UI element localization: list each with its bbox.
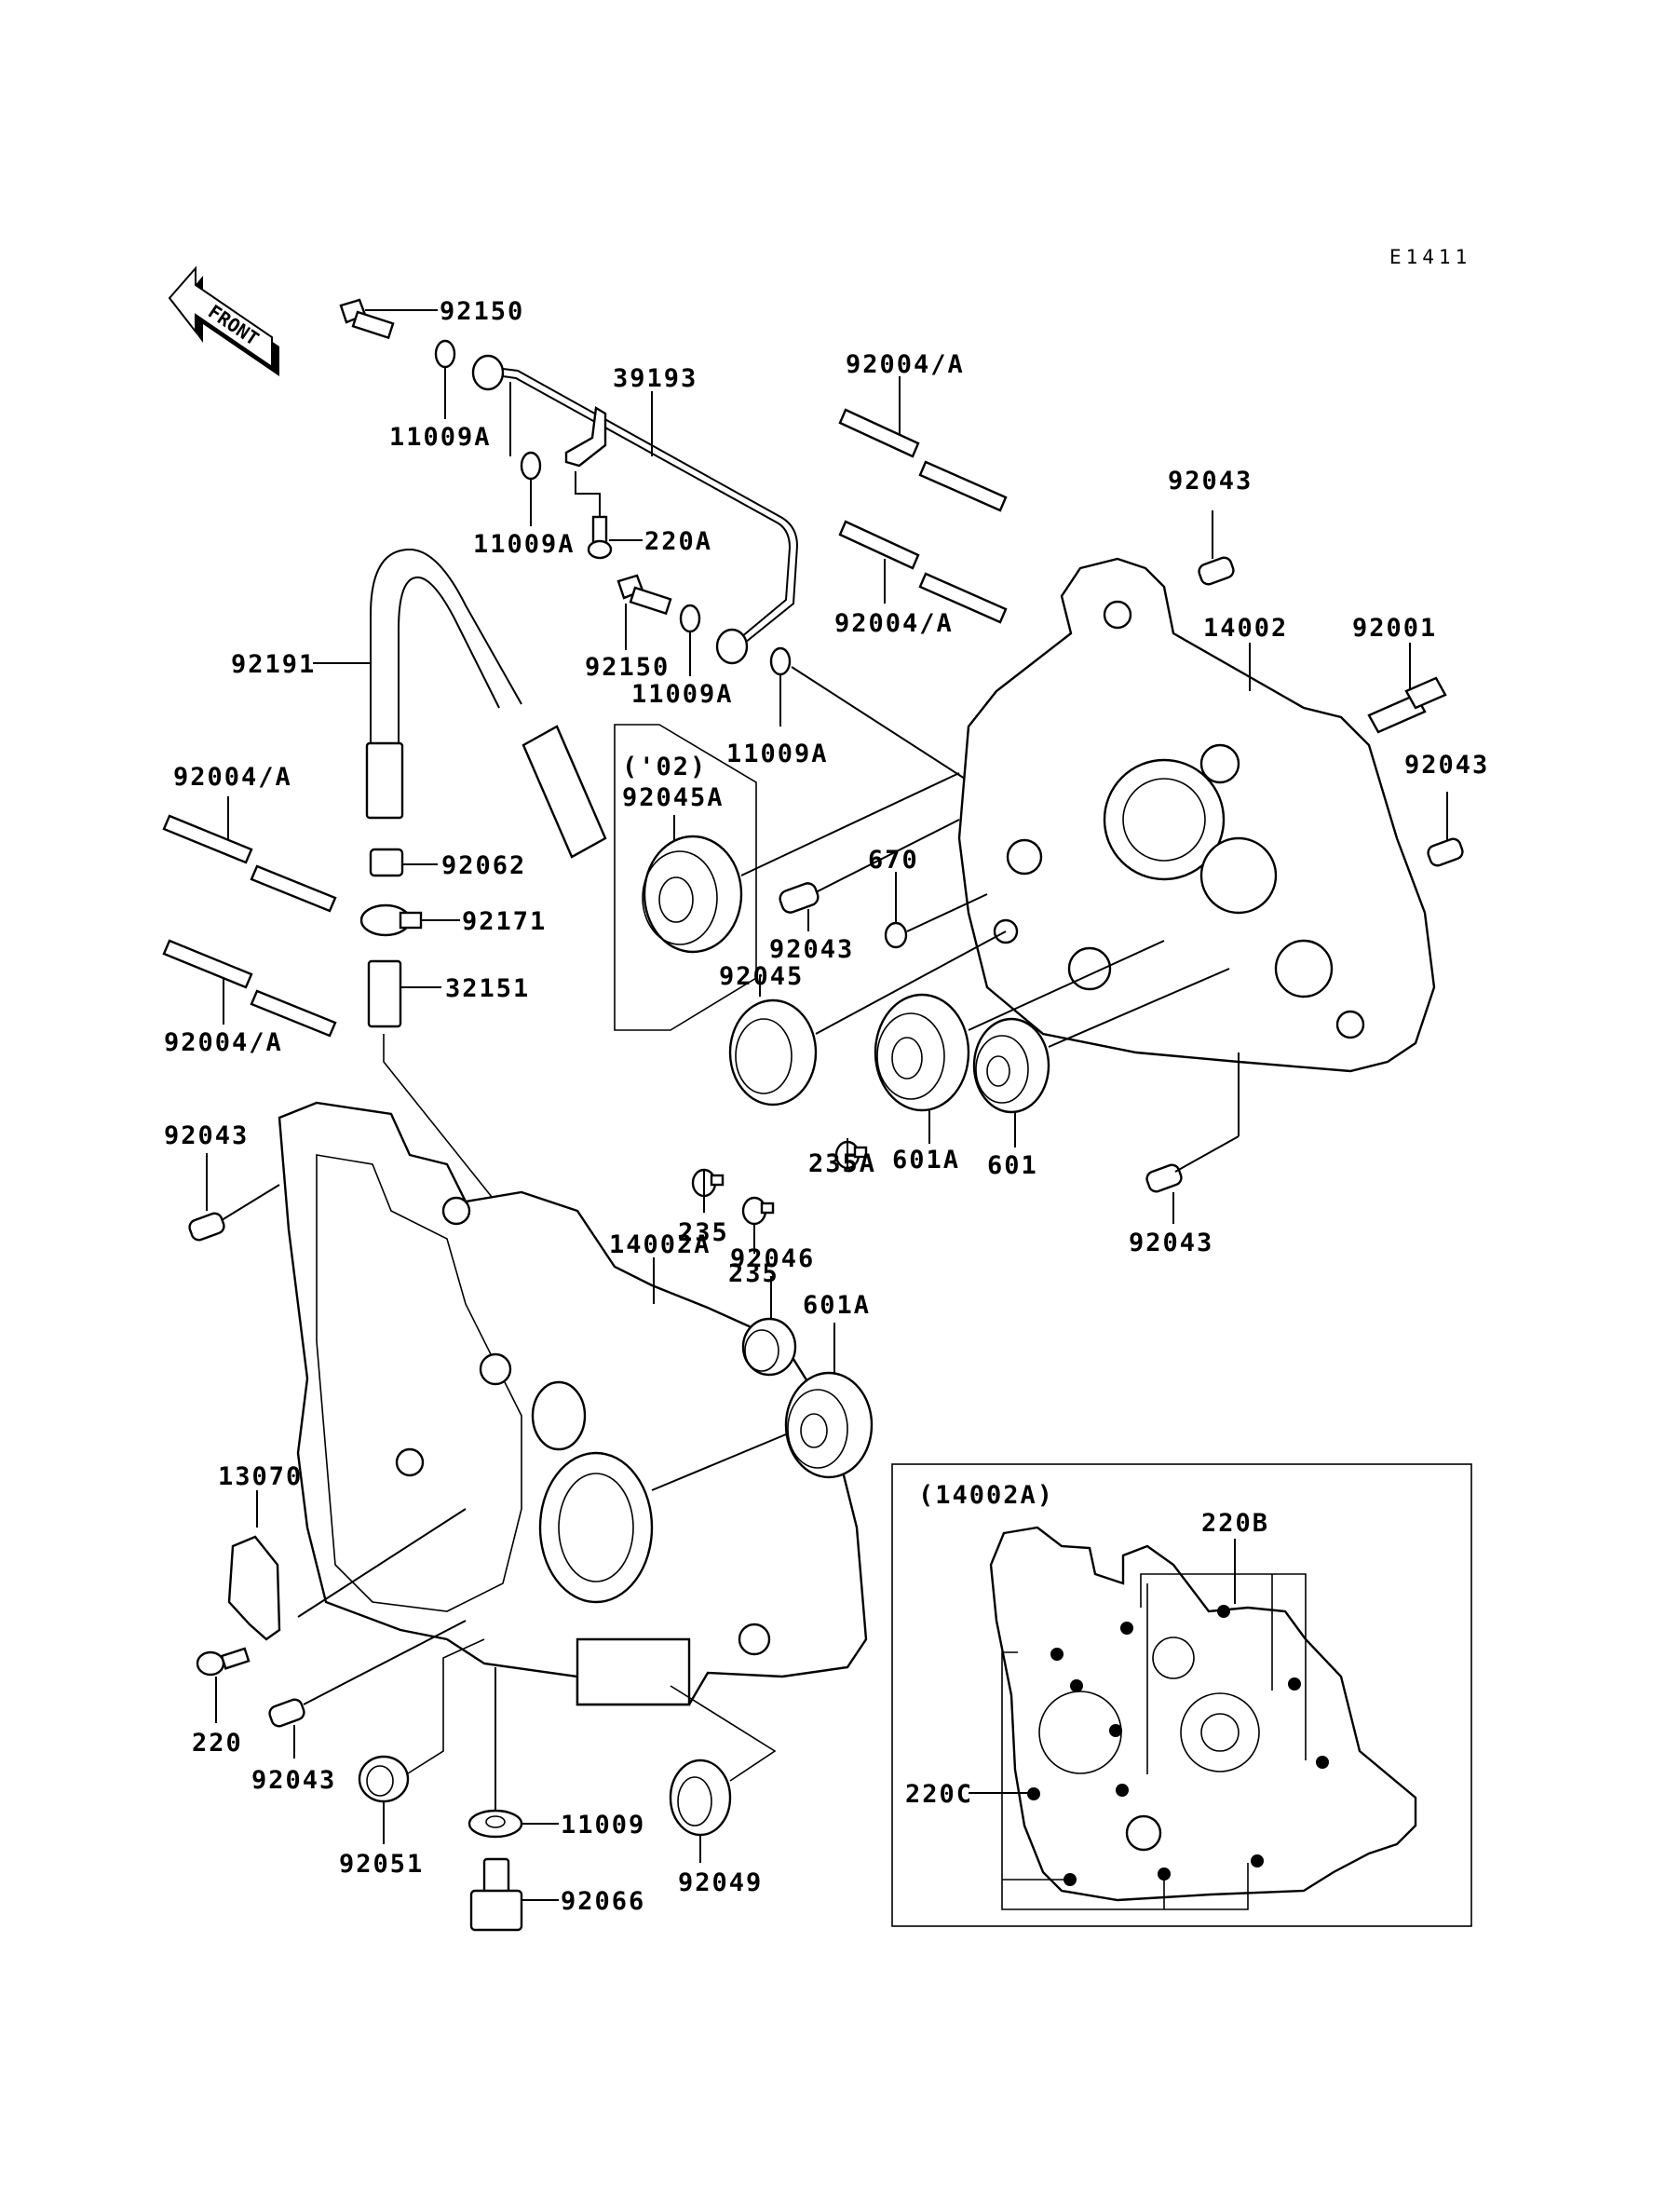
bearing-601A-center[interactable] <box>874 993 970 1112</box>
clamp-92171[interactable] <box>359 903 423 937</box>
screw-235-2[interactable] <box>741 1196 775 1226</box>
leader-220A-a <box>575 471 601 517</box>
washer-11009[interactable] <box>467 1809 523 1839</box>
label-92045[interactable]: 92045 <box>719 962 804 991</box>
inset-bolt-holes <box>1027 1605 1329 1886</box>
label-92062[interactable]: 92062 <box>441 851 526 880</box>
left-crankcase-14002A[interactable] <box>278 1101 868 1706</box>
bearing-92045[interactable] <box>728 998 818 1107</box>
dowel-92043-bottom-left[interactable] <box>267 1698 305 1729</box>
label-92043-center[interactable]: 92043 <box>769 935 854 964</box>
fitting-32151[interactable] <box>367 959 402 1028</box>
plug-92001[interactable] <box>1367 676 1447 734</box>
washer-11009A-3[interactable] <box>679 604 701 633</box>
bolt-92150-mid[interactable] <box>616 574 672 616</box>
dowel-92043-top-right[interactable] <box>1197 556 1235 587</box>
washer-11009A-2[interactable] <box>520 451 542 481</box>
stud-92004A-mid-right[interactable] <box>838 520 1008 624</box>
label-92004A-mid-right[interactable]: 92004/A <box>834 609 954 638</box>
leader-11009A-4-case <box>791 666 966 780</box>
bearing-601[interactable] <box>972 1017 1050 1114</box>
label-601A-center[interactable]: 601A <box>892 1146 960 1175</box>
label-92150-mid[interactable]: 92150 <box>585 653 670 682</box>
label-92171[interactable]: 92171 <box>462 907 547 936</box>
dowel-92043-center[interactable] <box>778 881 820 915</box>
label-92046[interactable]: 92046 <box>730 1244 815 1273</box>
label-670[interactable]: 670 <box>868 846 919 875</box>
label-11009A-3[interactable]: 11009A <box>631 680 734 709</box>
oil-seal-92049[interactable] <box>669 1759 732 1837</box>
label-11009[interactable]: 11009 <box>561 1811 645 1840</box>
label-92001[interactable]: 92001 <box>1352 614 1437 643</box>
label-39193[interactable]: 39193 <box>613 364 698 393</box>
label-92191[interactable]: 92191 <box>231 650 316 679</box>
label-02-year[interactable]: ('02) <box>622 753 707 781</box>
label-11009A-4[interactable]: 11009A <box>726 740 829 768</box>
needle-bearing-92046[interactable] <box>741 1317 797 1377</box>
o-ring-670[interactable] <box>884 921 908 949</box>
label-92043-top-right[interactable]: 92043 <box>1168 467 1253 496</box>
optional-bearing-box <box>614 724 757 1031</box>
breather-hose-92191[interactable] <box>365 548 607 859</box>
dowel-92043-right[interactable] <box>1426 837 1464 868</box>
screw-235-1[interactable] <box>691 1168 725 1198</box>
label-14002[interactable]: 14002 <box>1203 614 1288 643</box>
label-235-1[interactable]: 235 <box>678 1218 729 1247</box>
label-92043-left[interactable]: 92043 <box>164 1121 249 1150</box>
screw-220[interactable] <box>196 1647 251 1677</box>
label-11009A-2[interactable]: 11009A <box>473 530 576 559</box>
label-14002A[interactable]: 14002A <box>609 1230 711 1259</box>
inset-label-220C[interactable]: 220C <box>905 1780 973 1809</box>
right-crankcase-14002[interactable] <box>957 557 1436 1073</box>
label-235A[interactable]: 235A <box>808 1149 876 1178</box>
label-220[interactable]: 220 <box>192 1729 243 1758</box>
diagram-code: E1411 <box>1389 246 1471 268</box>
label-92150-top[interactable]: 92150 <box>440 297 524 326</box>
label-235-2[interactable]: 235 <box>728 1259 779 1288</box>
label-11009A-1[interactable]: 11009A <box>389 423 492 452</box>
stud-92004A-mid-left[interactable] <box>162 939 337 1038</box>
plate-13070[interactable] <box>227 1535 281 1641</box>
inset-label-220B[interactable]: 220B <box>1201 1509 1269 1538</box>
stud-92004A-top-right[interactable] <box>838 408 1008 512</box>
dowel-92043-bottom-right[interactable] <box>1145 1163 1183 1194</box>
label-92043-bottom-left[interactable]: 92043 <box>251 1766 336 1795</box>
bolt-92150-top[interactable] <box>339 298 395 340</box>
label-92066[interactable]: 92066 <box>561 1887 645 1916</box>
washer-11009A-1[interactable] <box>434 339 456 369</box>
label-32151[interactable]: 32151 <box>445 974 530 1003</box>
label-601[interactable]: 601 <box>987 1151 1038 1180</box>
label-220A[interactable]: 220A <box>644 527 712 556</box>
collar-92062[interactable] <box>369 848 404 877</box>
label-92004A-top-right[interactable]: 92004/A <box>846 350 965 379</box>
label-92049[interactable]: 92049 <box>678 1868 763 1897</box>
inset-14002A-box <box>891 1463 1472 1927</box>
stud-92004A-top-left[interactable] <box>162 814 337 913</box>
label-92043-bottom-right[interactable]: 92043 <box>1129 1229 1213 1257</box>
bearing-601A-bottom[interactable] <box>784 1371 874 1479</box>
label-92051[interactable]: 92051 <box>339 1850 424 1879</box>
inset-bracket-lines <box>1001 1573 1307 1910</box>
washer-11009A-4[interactable] <box>769 646 792 676</box>
inset-title: (14002A) <box>918 1481 1054 1510</box>
inset-crankcase-drawing <box>989 1526 1417 1902</box>
bearing-92045A[interactable] <box>642 835 743 954</box>
label-92045A[interactable]: 92045A <box>622 783 725 812</box>
leader-92045A-case <box>740 772 960 876</box>
label-601A-bottom[interactable]: 601A <box>803 1291 871 1320</box>
oil-pipe-39193[interactable] <box>471 354 799 665</box>
label-92004A-mid-left[interactable]: 92004/A <box>164 1028 283 1057</box>
label-92043-right[interactable]: 92043 <box>1404 751 1489 780</box>
label-13070[interactable]: 13070 <box>218 1462 303 1491</box>
front-arrow-icon: FRONT <box>168 265 279 376</box>
label-92004A-top-left[interactable]: 92004/A <box>173 763 292 792</box>
drain-plug-92066[interactable] <box>469 1857 523 1932</box>
dowel-92043-left[interactable] <box>187 1212 225 1243</box>
oil-seal-92051[interactable] <box>358 1755 410 1803</box>
bolt-220A[interactable] <box>587 515 613 560</box>
